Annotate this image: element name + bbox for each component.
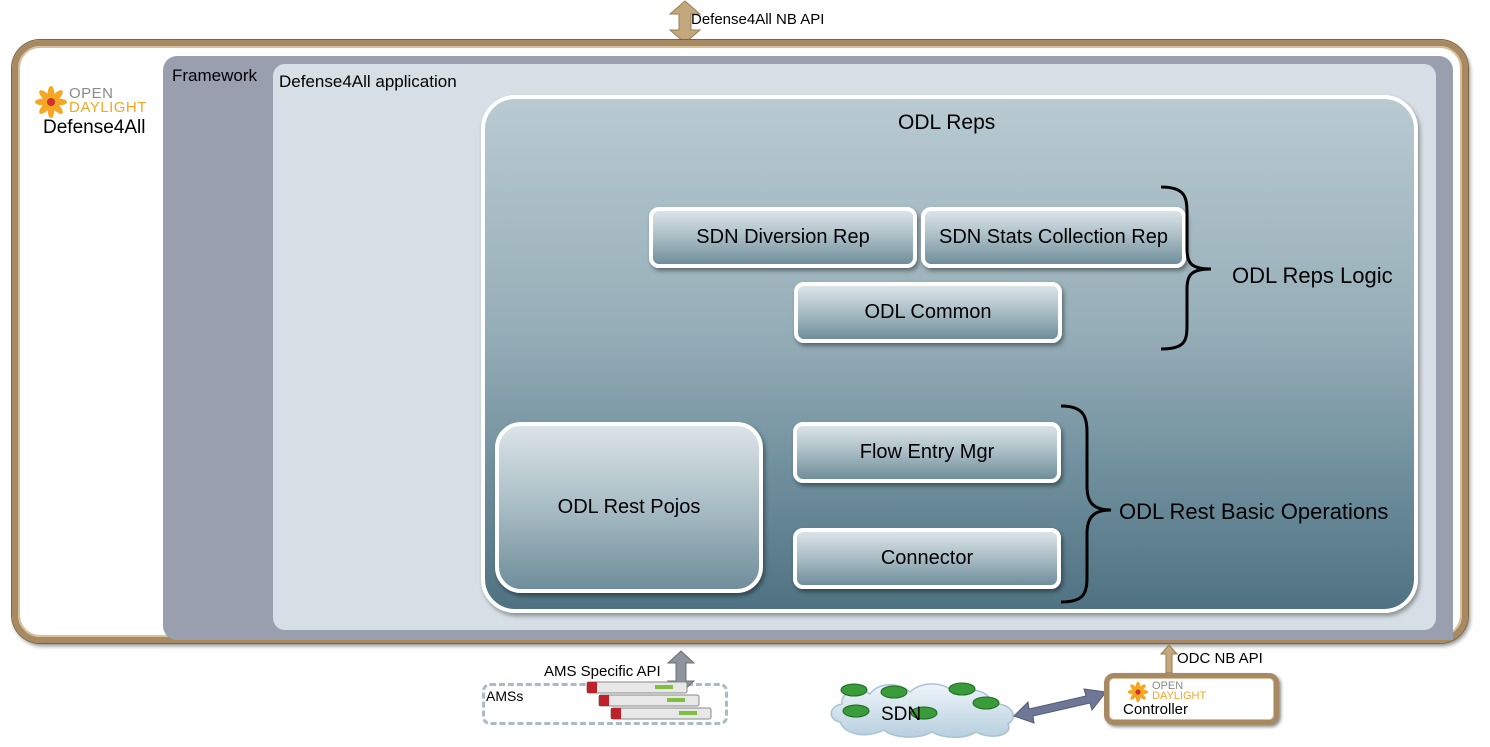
controller-brand-open: OPEN bbox=[1152, 680, 1184, 692]
sdn-controller-arrow bbox=[1013, 688, 1107, 724]
rest-basic-label: ODL Rest Basic Operations bbox=[1119, 499, 1389, 524]
odc-api-arrow bbox=[1160, 644, 1178, 674]
rest-basic-brace-icon bbox=[1060, 404, 1112, 604]
odl-common-box: ODL Common bbox=[794, 282, 1062, 343]
application-label: Defense4All application bbox=[279, 72, 457, 91]
sdn-label: SDN bbox=[881, 704, 922, 725]
sdn-stats-collection-rep-box: SDN Stats Collection Rep bbox=[921, 207, 1186, 268]
controller-label: Controller bbox=[1123, 701, 1189, 718]
ams-appliances-icon bbox=[586, 681, 712, 720]
brand-daylight: DAYLIGHT bbox=[69, 99, 147, 116]
product-name: Defense4All bbox=[43, 117, 146, 138]
reps-logic-brace-icon bbox=[1160, 185, 1212, 351]
flow-entry-mgr-box: Flow Entry Mgr bbox=[793, 422, 1061, 483]
opendaylight-logo-icon bbox=[35, 86, 67, 118]
brand-open: OPEN bbox=[69, 85, 114, 102]
odc-api-label: ODC NB API bbox=[1177, 650, 1263, 667]
amss-label: AMSs bbox=[486, 688, 524, 704]
ams-api-label: AMS Specific API bbox=[544, 663, 661, 680]
sdn-cloud-icon bbox=[830, 682, 1014, 738]
connector-box: Connector bbox=[793, 528, 1061, 589]
framework-label: Framework bbox=[172, 66, 258, 85]
controller-brand-daylight: DAYLIGHT bbox=[1152, 690, 1207, 702]
defense4all-outer-frame bbox=[12, 40, 1468, 643]
nb-api-label: Defense4All NB API bbox=[691, 11, 825, 28]
sdn-diversion-rep-box: SDN Diversion Rep bbox=[649, 207, 917, 268]
controller-logo-icon bbox=[1127, 681, 1149, 703]
odl-rest-pojos-box: ODL Rest Pojos bbox=[495, 422, 763, 593]
odl-reps-title: ODL Reps bbox=[898, 111, 996, 134]
reps-logic-label: ODL Reps Logic bbox=[1232, 263, 1393, 288]
